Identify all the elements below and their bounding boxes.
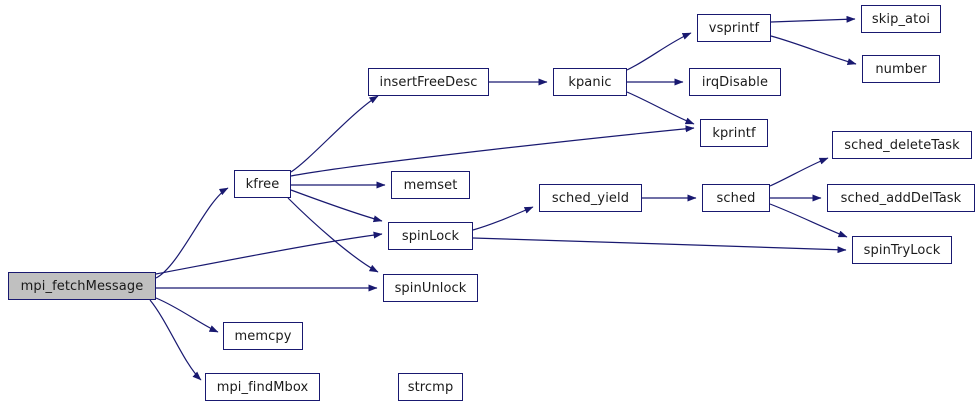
graph-node-spinTryLock[interactable]: spinTryLock — [852, 236, 952, 264]
graph-edge-kfree-to-insertFreeDesc — [290, 95, 379, 173]
graph-node-label: sched_deleteTask — [844, 137, 960, 153]
graph-node-label: strcmp — [407, 379, 454, 395]
graph-edge-vsprintf-to-number — [770, 35, 857, 66]
graph-node-number[interactable]: number — [862, 55, 940, 83]
graph-node-kfree[interactable]: kfree — [234, 170, 291, 198]
graph-edge-mpi_fetchMessage-to-mpi_findMbox — [149, 299, 202, 381]
graph-edge-spinLock-to-sched_yield — [472, 206, 534, 231]
graph-edge-sched-to-sched_deleteTask — [769, 157, 829, 187]
graph-edge-kfree-to-spinUnlock — [287, 197, 379, 273]
graph-node-sched_deleteTask[interactable]: sched_deleteTask — [832, 131, 972, 159]
graph-node-mpi_findMbox[interactable]: mpi_findMbox — [205, 373, 320, 401]
graph-node-label: spinUnlock — [394, 280, 467, 296]
graph-edge-mpi_fetchMessage-to-spinLock — [155, 231, 383, 275]
graph-node-sched_addDelTask[interactable]: sched_addDelTask — [827, 184, 975, 212]
graph-node-kpanic[interactable]: kpanic — [553, 68, 627, 96]
graph-node-label: number — [875, 61, 927, 77]
graph-node-vsprintf[interactable]: vsprintf — [697, 14, 771, 42]
graph-node-label: sched — [716, 190, 756, 206]
graph-edge-kpanic-to-kprintf — [626, 91, 695, 125]
graph-node-memcpy[interactable]: memcpy — [223, 322, 303, 350]
graph-node-skip_atoi[interactable]: skip_atoi — [861, 5, 941, 33]
graph-node-label: mpi_fetchMessage — [20, 278, 144, 294]
graph-node-label: spinLock — [401, 228, 460, 244]
graph-edge-spinLock-to-spinTryLock — [472, 237, 847, 254]
graph-edge-vsprintf-to-skip_atoi — [770, 15, 856, 23]
graph-node-label: vsprintf — [708, 20, 760, 36]
graph-node-kprintf[interactable]: kprintf — [700, 119, 768, 147]
graph-node-label: memcpy — [234, 328, 292, 344]
graph-node-label: skip_atoi — [871, 11, 931, 27]
graph-node-irqDisable[interactable]: irqDisable — [689, 68, 781, 96]
graph-node-insertFreeDesc[interactable]: insertFreeDesc — [368, 68, 489, 96]
graph-node-spinLock[interactable]: spinLock — [388, 222, 473, 250]
graph-edge-kfree-to-kprintf — [290, 125, 695, 177]
graph-node-label: sched_addDelTask — [840, 190, 962, 206]
graph-node-mpi_fetchMessage[interactable]: mpi_fetchMessage — [8, 272, 156, 300]
graph-node-spinUnlock[interactable]: spinUnlock — [383, 274, 478, 302]
graph-node-sched_yield[interactable]: sched_yield — [539, 184, 642, 212]
graph-edge-kfree-to-spinLock — [290, 189, 383, 223]
graph-edge-mpi_fetchMessage-to-kfree — [155, 187, 229, 279]
graph-edge-mpi_fetchMessage-to-memcpy — [155, 297, 219, 333]
graph-node-label: memset — [403, 177, 458, 193]
graph-node-sched[interactable]: sched — [702, 184, 770, 212]
graph-edge-kpanic-to-vsprintf — [626, 32, 692, 71]
graph-node-label: kprintf — [712, 125, 756, 141]
graph-node-label: insertFreeDesc — [379, 74, 478, 90]
graph-node-strcmp[interactable]: strcmp — [398, 373, 463, 401]
graph-node-label: spinTryLock — [863, 242, 941, 258]
graph-node-label: kfree — [245, 176, 280, 192]
graph-node-memset[interactable]: memset — [391, 171, 470, 199]
graph-node-label: kpanic — [568, 74, 612, 90]
graph-node-label: sched_yield — [551, 190, 630, 206]
graph-node-label: irqDisable — [701, 74, 769, 90]
graph-node-label: mpi_findMbox — [216, 379, 309, 395]
